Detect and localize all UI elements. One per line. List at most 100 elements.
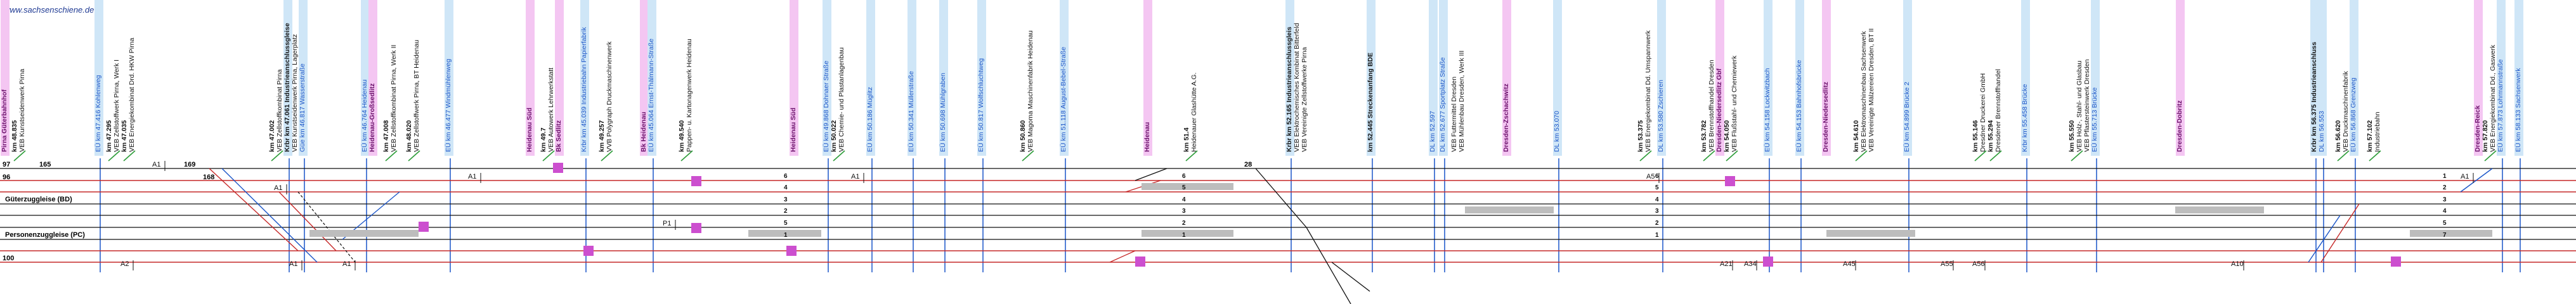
diagram-label: km 47.002 [268, 120, 276, 152]
diagram-label: VEB Brennstoffhandel Dresden [1708, 60, 1715, 152]
top-marker: 28 [1244, 161, 1252, 168]
diagram-label: km 53.782 [1700, 120, 1708, 152]
diagram-label: km 54.610 [1852, 120, 1860, 152]
siding-marker [385, 150, 398, 162]
track-number: 7 [2443, 232, 2447, 239]
diagram-label: EÜ km 50.698 Mühlgraben [939, 73, 947, 152]
station-marker [691, 223, 701, 233]
platform [2410, 230, 2492, 237]
diagram-label: VEB Kunstseidenwerk Pirna [18, 69, 26, 152]
label-column [299, 0, 308, 156]
diagram-label: km 52.445 Streckenanfang BDE [1367, 53, 1374, 152]
track-number: 4 [784, 184, 788, 191]
station-marker [2391, 256, 2401, 267]
siding-marker [1703, 150, 1715, 162]
signal-label: A2 [120, 260, 129, 268]
diagram-label: VEB Holz-, Stahl- und Glasbau [2076, 61, 2083, 152]
track-number: 6 [1655, 173, 1659, 180]
station-marker [419, 222, 429, 232]
diagram-label: Heidenau Süd [526, 108, 533, 152]
siding-marker [408, 150, 420, 162]
diagram-label: Pappen- u. Kartonagenwerk Heidenau [686, 39, 693, 152]
diagram-label: VEB Flußstahl- und Chemiewerk [1731, 55, 1738, 152]
track-layer [0, 168, 2576, 304]
diagram-label: DL km 56.553 [2318, 111, 2326, 152]
edge-number: 169 [184, 161, 195, 168]
diagram-label: EÜ km 45.064 Ernst-Thälmann-Straße [647, 39, 655, 152]
label-column [2091, 0, 2100, 156]
diagram-label: km 50.022 [830, 120, 838, 152]
station-marker [1135, 256, 1145, 267]
crossover [1135, 168, 1168, 181]
label-column [866, 0, 875, 156]
siding-marker [13, 150, 26, 162]
label-column [647, 0, 656, 156]
diagram-label: km 55.146 [1972, 120, 1979, 152]
siding-marker [1639, 150, 1652, 162]
diagram-label: EÜ km 46.764 Heidenau [361, 79, 368, 152]
diagram-label: EÜ km 47.416 Kohlenweg [94, 75, 102, 152]
diagram-label: VEB Energiekombinat Dd. Umspannwerk [1644, 30, 1652, 152]
site-watermark: www.sachsenschiene.de [4, 5, 94, 15]
platform [748, 230, 821, 237]
diagram-label: DL km 52.677 Sportplatz Straße [1439, 57, 1447, 152]
siding-marker [1022, 150, 1034, 162]
signal-label: A21 [1720, 260, 1733, 268]
label-column [2021, 0, 2030, 156]
label-column [907, 0, 916, 156]
diagram-label: km 48.835 [11, 120, 18, 152]
freight-band-label: Güterzuggleise (BD) [5, 196, 72, 203]
diagram-label: Krbr km 47.061 Industrieanschlussgleise [283, 23, 291, 152]
label-column [1429, 0, 1438, 156]
diagram-label: EÜ km 51.118 August-Bebel-Straße [1060, 47, 1067, 152]
diagram-label: Heidenauer Glashütte A.G. [1190, 73, 1198, 153]
label-column [1795, 0, 1804, 156]
diagram-label: km 48.020 [405, 120, 413, 152]
label-column [1439, 0, 1448, 156]
diagram-label: VEB Druckmaschinenfabrik [2342, 70, 2350, 152]
block-layer [309, 163, 2492, 267]
diagram-label: EÜ km 49.868 Dohnaer Straße [823, 61, 830, 152]
diagram-label: km 49.257 [598, 120, 606, 152]
station-marker [1763, 256, 1773, 267]
crossover [1306, 227, 1351, 304]
label-column [1903, 0, 1912, 156]
diagram-label: Güe km 46.817 Wasserstraße [299, 63, 306, 152]
platform [309, 230, 419, 237]
diagram-label: EÜ km 50.341 Müllerstraße [907, 71, 915, 152]
diagram-label: Dresden-Dobritz [2176, 100, 2183, 152]
signal-label: A5 [1646, 173, 1655, 180]
diagram-label: DL km 53.580 Zschieren [1657, 80, 1665, 152]
diagram-label: VEB Magoma Maschinenfabrik Heidenau [1027, 30, 1034, 152]
diagram-label: VEB Zellstoffwerk Pirna, Werk I [113, 60, 120, 152]
signal-label: A1 [468, 173, 476, 180]
signal-label: A1 [2461, 173, 2469, 180]
diagram-label: DL km 52.597 [1429, 111, 1436, 152]
platform [1826, 230, 1915, 237]
diagram-label: VEB Zellstoffkombinat Pirna [276, 69, 283, 152]
diagram-label: VEB Zellstoffwerk Pirna, BT Heidenau [413, 40, 420, 152]
label-column [1060, 0, 1069, 156]
signal-label: P1 [663, 220, 671, 227]
label-column [823, 0, 831, 156]
label-column [1285, 0, 1294, 156]
label-column [2310, 0, 2319, 156]
diagram-label: VEB Zellstoffkombinat Pirna, Werk II [390, 45, 398, 152]
track-number: 3 [784, 196, 788, 203]
siding-marker [123, 150, 136, 162]
diagram-label: Dresden-Zschachwitz [1502, 84, 1510, 152]
diagram-label: km 47.295 [105, 120, 113, 152]
siding-marker [2337, 150, 2350, 162]
diagram-label: VEB Chemie- und Plastanlagenbau [838, 48, 845, 152]
diagram-label: VEB Elektrochemisches Kombinat Bitterfel… [1293, 23, 1301, 152]
siding-marker [833, 150, 845, 162]
crossover [209, 168, 299, 251]
diagram-label: km 57.820 [2482, 120, 2489, 152]
diagram-label: km 54.050 [1723, 120, 1731, 152]
diagram-label: Krbr km 45.039 Industriebahn Papierfabri… [580, 27, 588, 152]
track-number: 1 [784, 232, 788, 239]
diagram-label: km 57.102 [2366, 120, 2374, 152]
